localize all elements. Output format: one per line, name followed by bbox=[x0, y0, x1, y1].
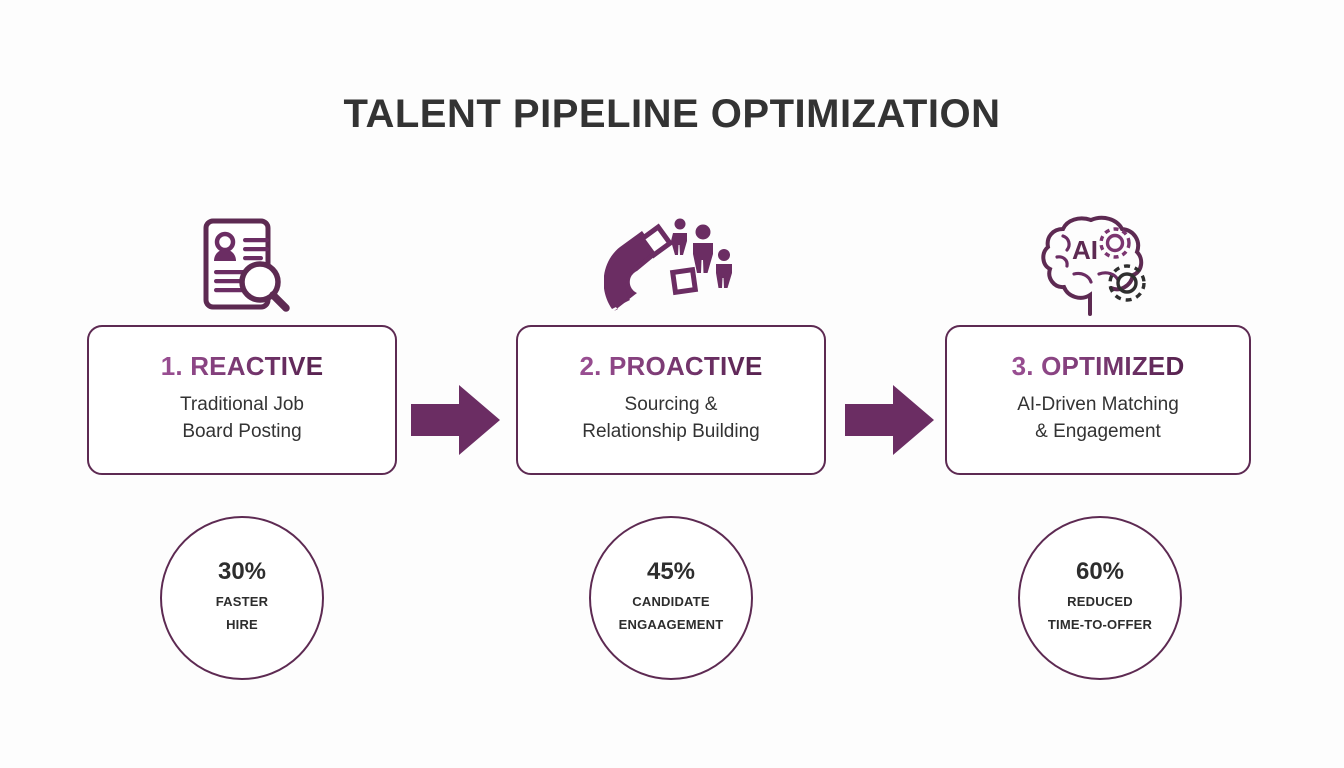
stage-column-proactive: 2. PROACTIVE Sourcing & Relationship Bui… bbox=[516, 205, 826, 680]
stage-heading: 3. OPTIMIZED bbox=[1011, 350, 1185, 381]
stage-description: Sourcing & Relationship Building bbox=[582, 393, 760, 442]
stat-value: 30% bbox=[217, 558, 267, 586]
stage-card-optimized[interactable]: 3. OPTIMIZED AI-Driven Matching & Engage… bbox=[945, 325, 1251, 475]
stat-circle-time-to-offer[interactable]: 60% REDUCED TIME-TO-OFFER bbox=[1018, 516, 1182, 680]
stage-card-proactive[interactable]: 2. PROACTIVE Sourcing & Relationship Bui… bbox=[516, 325, 826, 475]
stage-column-reactive: 1. REACTIVE Traditional Job Board Postin… bbox=[87, 205, 397, 680]
stat-value: 45% bbox=[646, 558, 696, 586]
stage-heading: 1. REACTIVE bbox=[160, 350, 324, 381]
stage-card-reactive[interactable]: 1. REACTIVE Traditional Job Board Postin… bbox=[87, 325, 397, 475]
stage-description: Traditional Job Board Posting bbox=[180, 393, 304, 442]
stage-column-optimized: AI 3. OPTIMIZED AI-Driven Matching & Eng… bbox=[945, 205, 1255, 680]
stat-value: 60% bbox=[1075, 558, 1125, 586]
stat-wrap: 60% REDUCED TIME-TO-OFFER bbox=[945, 516, 1255, 680]
ai-brain-gears-icon: AI bbox=[945, 205, 1255, 325]
stat-wrap: 30% FASTER HIRE bbox=[87, 516, 397, 680]
stage-heading: 2. PROACTIVE bbox=[579, 350, 763, 381]
resume-search-icon bbox=[87, 205, 397, 325]
stat-circle-faster-hire[interactable]: 30% FASTER HIRE bbox=[160, 516, 324, 680]
stat-wrap: 45% CANDIDATE ENGAAGEMENT bbox=[516, 516, 826, 680]
arrow-stage-1-to-2 bbox=[411, 383, 501, 457]
stat-label: FASTER HIRE bbox=[215, 594, 269, 633]
ai-brain-label: AI bbox=[1072, 235, 1098, 265]
stage-description: AI-Driven Matching & Engagement bbox=[1017, 393, 1179, 442]
stat-label: REDUCED TIME-TO-OFFER bbox=[1047, 594, 1153, 633]
magnet-talent-attraction-icon bbox=[516, 205, 826, 325]
page-title: TALENT PIPELINE OPTIMIZATION bbox=[343, 92, 1001, 136]
stat-circle-candidate-engagement[interactable]: 45% CANDIDATE ENGAAGEMENT bbox=[589, 516, 753, 680]
stat-label: CANDIDATE ENGAAGEMENT bbox=[618, 594, 724, 633]
arrow-stage-2-to-3 bbox=[845, 383, 935, 457]
